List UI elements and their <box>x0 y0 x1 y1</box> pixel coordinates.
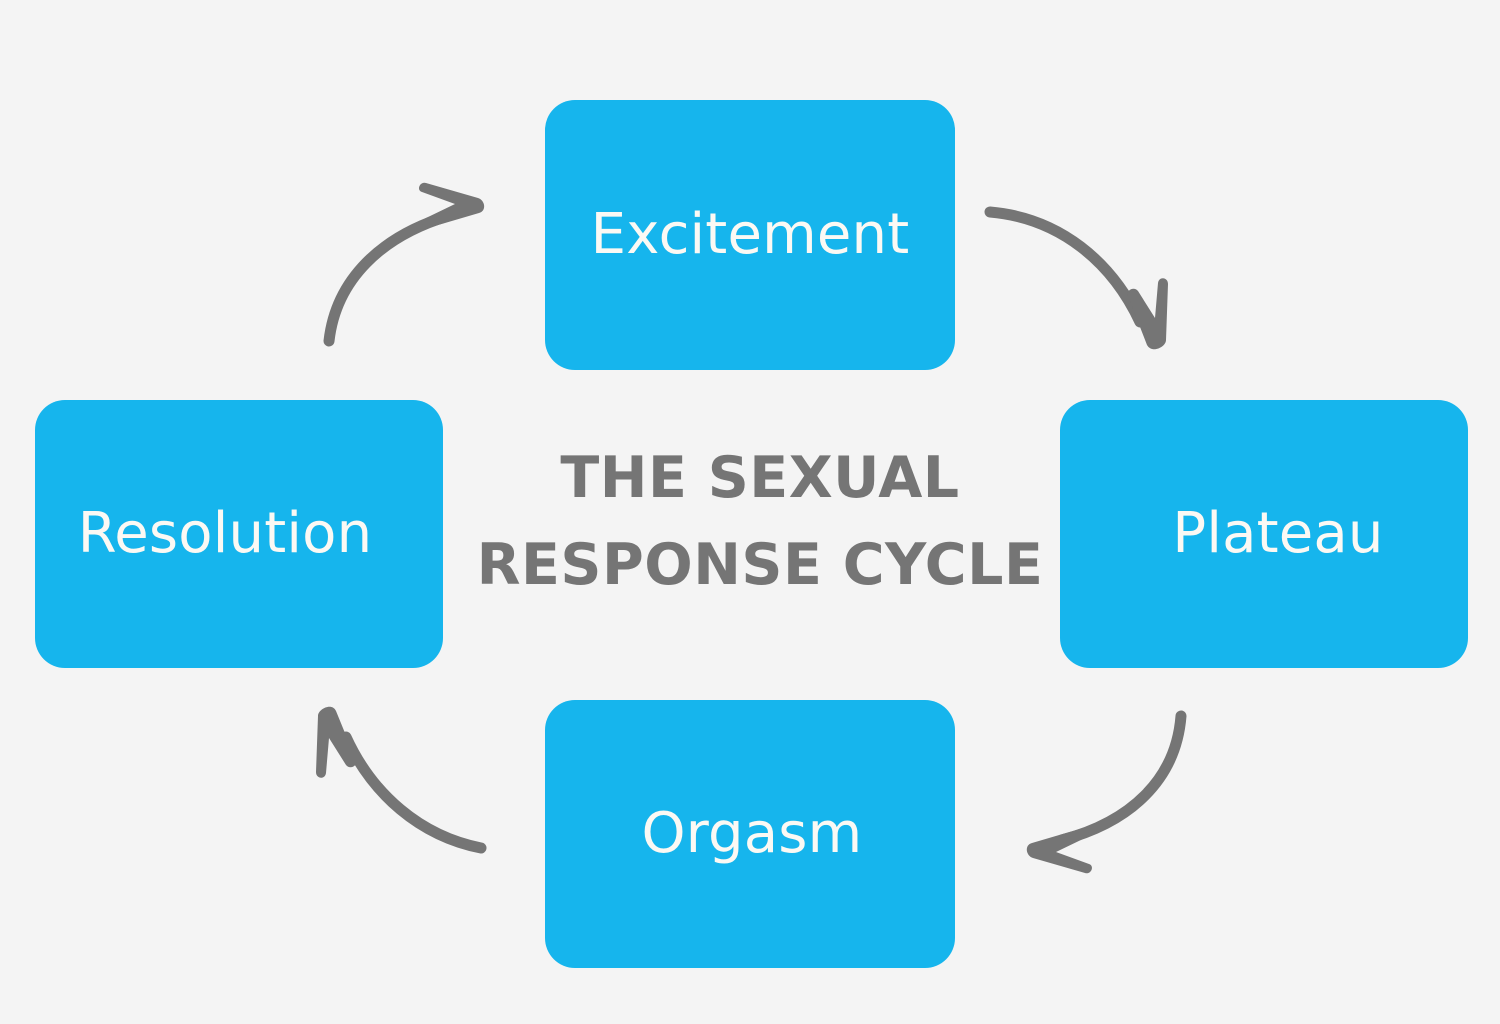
cycle-node-plateau[interactable]: Plateau <box>1060 400 1468 668</box>
arrow-plateau-to-orgasm <box>1026 710 1187 874</box>
cycle-node-orgasm-label: Orgasm <box>641 801 863 866</box>
arrow-excitement-to-plateau <box>984 206 1168 350</box>
arrow-orgasm-to-resolution <box>316 706 487 854</box>
cycle-node-excitement[interactable]: Excitement <box>545 100 955 370</box>
diagram-title-line-1: THE SEXUAL <box>560 445 960 511</box>
cycle-node-orgasm[interactable]: Orgasm <box>545 700 955 968</box>
arrow-resolution-to-excitement <box>323 182 485 347</box>
cycle-node-resolution-label: Resolution <box>77 501 373 566</box>
diagram-title-line-2: RESPONSE CYCLE <box>476 532 1044 598</box>
cycle-node-plateau-label: Plateau <box>1172 501 1384 566</box>
cycle-node-resolution[interactable]: Resolution <box>35 400 443 668</box>
cycle-node-excitement-label: Excitement <box>590 202 910 267</box>
diagram-title: THE SEXUAL RESPONSE CYCLE <box>440 435 1080 609</box>
